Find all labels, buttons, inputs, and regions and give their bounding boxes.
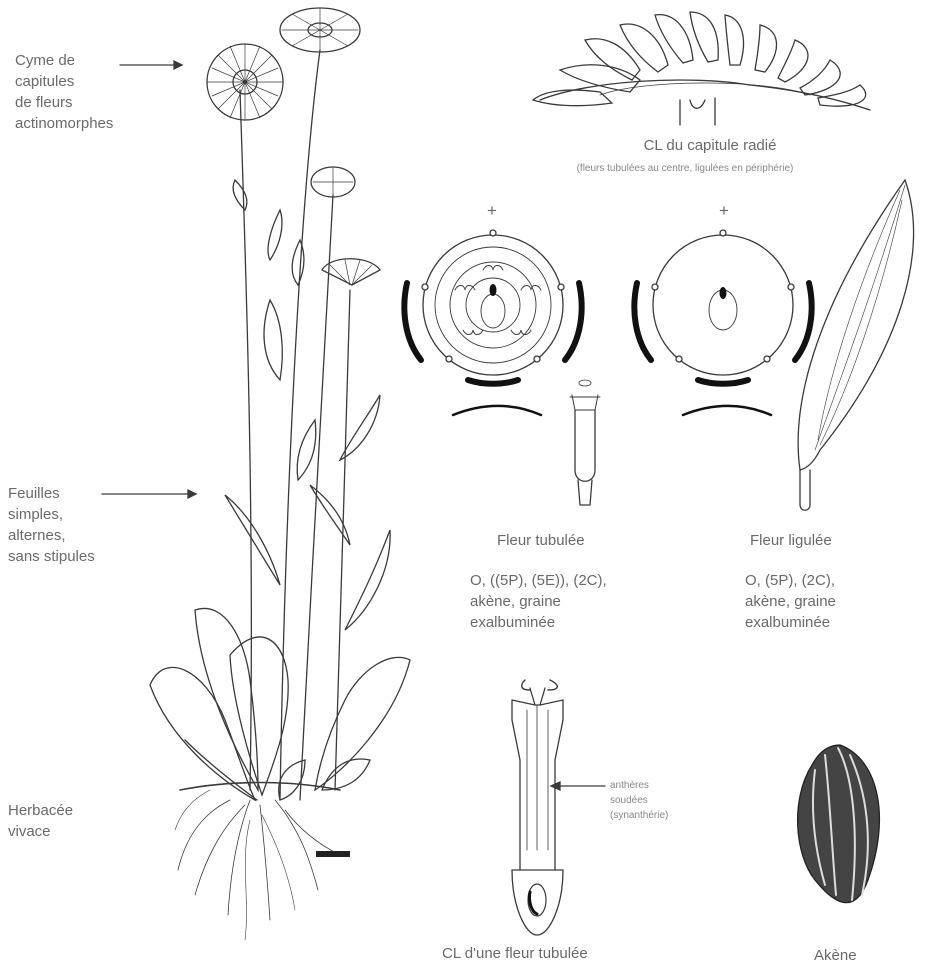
akene-title: Akène — [814, 945, 857, 966]
cl-tubulee-title: CL d'une fleur tubulée — [442, 943, 588, 964]
tubular-flower-section-drawing — [512, 680, 563, 935]
capitule-section-drawing — [533, 12, 870, 125]
tubulee-formula: O, ((5P), (5E)), (2C), akène, graine exa… — [470, 570, 607, 633]
label-feuilles: Feuilles simples, alternes, sans stipule… — [8, 483, 95, 567]
plant-drawing — [150, 8, 410, 940]
tubular-flower-drawing — [570, 380, 600, 505]
capitule-subtitle: (fleurs tubulées au centre, ligulées en … — [495, 162, 875, 175]
floral-diagram-ligulee — [634, 230, 811, 415]
label-herbacee: Herbacée vivace — [8, 800, 73, 842]
flower-head-3 — [311, 167, 355, 197]
flower-head-1 — [207, 44, 283, 120]
ligulee-title: Fleur ligulée — [750, 530, 832, 551]
ligulee-formula: O, (5P), (2C), akène, graine exalbuminée — [745, 570, 836, 633]
plus-mark-left: + — [487, 200, 497, 221]
floral-diagram-tubulee — [404, 230, 581, 415]
achene-drawing — [798, 745, 880, 903]
label-antheres: anthères soudées (synanthérie) — [610, 778, 668, 823]
tubulee-title: Fleur tubulée — [497, 530, 585, 551]
flower-head-2 — [280, 8, 360, 52]
label-cyme: Cyme de capitules de fleurs actinomorphe… — [15, 50, 113, 134]
ligulate-flower-drawing — [798, 180, 913, 510]
plus-mark-right: + — [719, 200, 729, 221]
capitule-title: CL du capitule radié — [570, 135, 850, 156]
scale-bar — [316, 851, 350, 857]
flower-head-4 — [322, 259, 380, 285]
